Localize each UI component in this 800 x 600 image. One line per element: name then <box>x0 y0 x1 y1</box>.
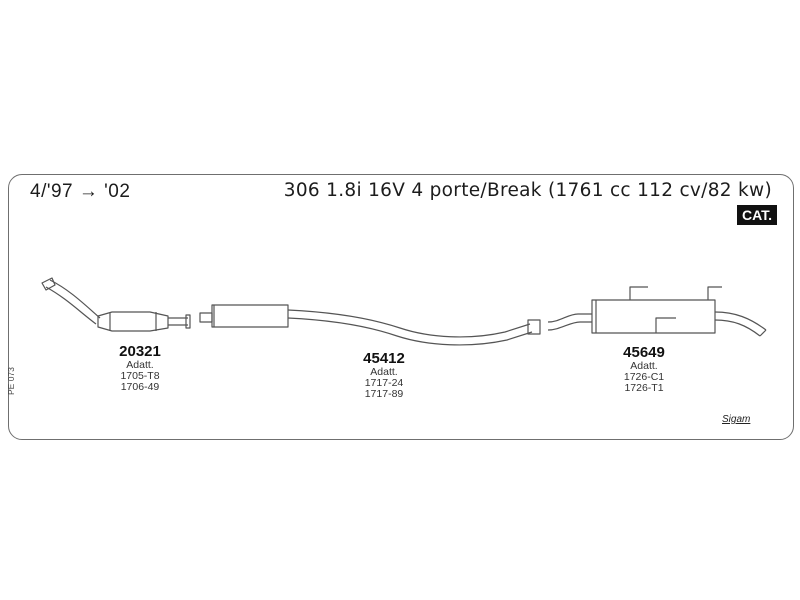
model-title: 306 1.8i 16V 4 porte/Break (1761 cc 112 … <box>283 180 772 201</box>
catalytic-converter-part <box>41 277 191 332</box>
part-label-front: 20321 Adatt. 1705-T8 1706-49 <box>108 343 172 393</box>
part-code: 20321 <box>119 343 161 360</box>
part-ref: 1717-24 <box>364 377 404 389</box>
part-code: 45649 <box>623 344 665 361</box>
diagram-panel <box>8 174 794 440</box>
part-note: Adatt. <box>630 360 658 372</box>
part-note: Adatt. <box>370 366 398 378</box>
part-ref: 1726-T1 <box>624 382 664 394</box>
rear-silencer-part <box>547 286 767 337</box>
part-ref: 1717-89 <box>364 388 404 400</box>
part-ref: 1705-T8 <box>120 370 160 382</box>
diagram-code: PE 073 <box>6 367 16 395</box>
part-note: Adatt. <box>126 359 154 371</box>
part-label-rear: 45649 Adatt. 1726-C1 1726-T1 <box>612 344 676 394</box>
model-years: 4/'97 → '02 <box>30 181 131 202</box>
part-label-middle: 45412 Adatt. 1717-24 1717-89 <box>352 350 416 400</box>
brand-logo: Sigam <box>722 414 751 425</box>
part-ref: 1706-49 <box>120 381 160 393</box>
intermediate-silencer-part <box>199 304 541 346</box>
catalyst-badge: CAT. <box>737 205 778 225</box>
part-code: 45412 <box>363 350 405 367</box>
part-ref: 1726-C1 <box>623 371 665 383</box>
